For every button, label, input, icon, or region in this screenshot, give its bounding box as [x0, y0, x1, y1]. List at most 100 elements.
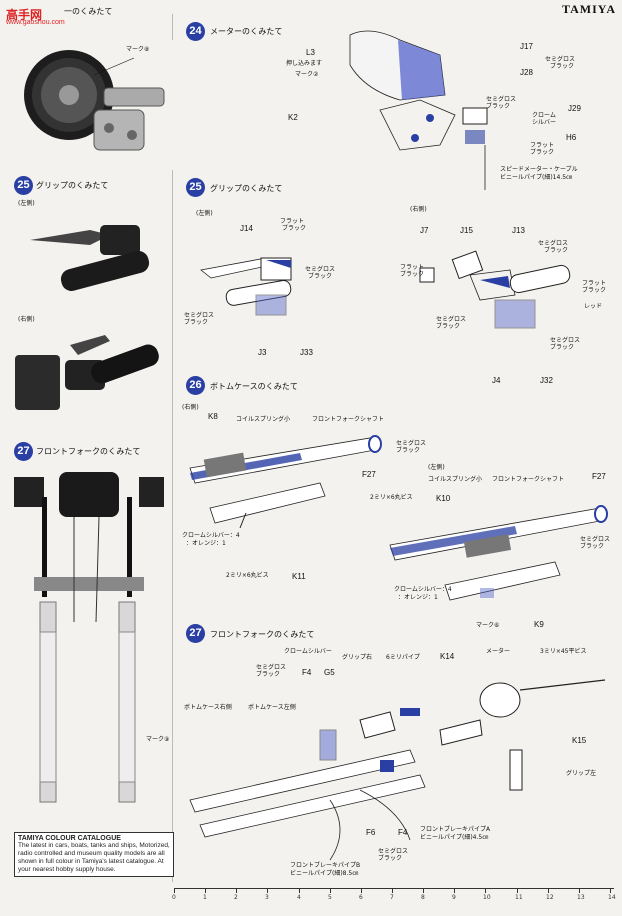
s24-black3: ブラック: [530, 149, 555, 156]
s25-red: レッド: [584, 303, 603, 310]
left-top-title: 一のくみたて: [64, 7, 113, 16]
s26-screw2: 2ミリ×6丸ビス: [370, 494, 413, 501]
ruler-tick: [267, 888, 268, 893]
ruler-number: 7: [390, 894, 394, 901]
left-fork-mark: マーク⑨: [146, 736, 170, 743]
ruler-number: 1: [203, 894, 207, 901]
s25-J32: J32: [540, 376, 553, 385]
s25-black7: ブラック: [582, 287, 607, 294]
ruler-tick: [205, 888, 206, 893]
catalogue-heading: TAMIYA COLOUR CATALOGUE: [18, 835, 121, 842]
s26-K9: K9: [534, 620, 544, 629]
s26-right-side: (右側): [182, 404, 199, 411]
s24-push: 押し込みます: [286, 60, 323, 67]
s26-F27a: F27: [362, 470, 376, 479]
s27-grip-left: グリップ左: [566, 770, 597, 777]
step-27-diagram: [189, 679, 606, 861]
meter-photo: [14, 40, 174, 170]
s25-right-side: (右側): [410, 206, 427, 213]
ruler-number: 3: [265, 894, 269, 901]
s27-pipe: 6ミリパイプ: [386, 654, 420, 661]
ruler-tick: [299, 888, 300, 893]
step-25-title: グリップのくみたて: [210, 184, 283, 193]
s24-J17: J17: [520, 42, 533, 51]
s27-meter: メーター: [486, 648, 511, 655]
s25-J14: J14: [240, 224, 253, 233]
catalogue-body: The latest in cars, boats, tanks and shi…: [18, 842, 170, 873]
column-divider: [172, 14, 173, 882]
ruler-tick: [485, 888, 486, 893]
left-grip-right-side: (右側): [18, 316, 35, 323]
step-24-title: メーターのくみたて: [210, 27, 283, 36]
s25-black4: ブラック: [400, 271, 425, 278]
step-27-title: フロントフォークのくみたて: [210, 630, 315, 639]
s26-semigloss1: セミグロス: [396, 440, 427, 447]
s25-J15: J15: [460, 226, 473, 235]
s26-chrome2: クロームシルバー：4: [394, 586, 452, 593]
step-25-right-diagram: [419, 250, 571, 329]
s24-semigloss2: セミグロス: [486, 96, 517, 103]
s26-shaft1: フロントフォークシャフト: [312, 416, 385, 423]
s26-screw1: 2ミリ×6丸ビス: [226, 572, 269, 579]
s26-semigloss2: セミグロス: [580, 536, 611, 543]
s27-semigloss1: セミグロス: [256, 664, 287, 671]
s25-black5: ブラック: [544, 247, 569, 254]
step-26-number: 26: [186, 376, 205, 395]
s24-black1: ブラック: [550, 63, 575, 70]
step-25-number: 25: [186, 178, 205, 197]
front-fork-photo: [14, 472, 164, 803]
s26-shaft2: フロントフォークシャフト: [492, 476, 565, 483]
ruler-tick: [330, 888, 331, 893]
s27-black1: ブラック: [256, 671, 281, 678]
s25-semigloss2: セミグロス: [184, 312, 215, 319]
s25-semigloss1: セミグロス: [305, 266, 336, 273]
s24-mark: マーク②: [295, 71, 319, 78]
step-26-title: ボトムケースのくみたて: [210, 382, 298, 391]
ruler-number: 10: [483, 894, 491, 901]
s25-J3: J3: [258, 348, 267, 357]
ruler-tick: [548, 888, 549, 893]
s25-black6: ブラック: [436, 323, 461, 330]
s24-J29: J29: [568, 104, 581, 113]
s27-semigloss2: セミグロス: [378, 848, 409, 855]
s26-coil2: コイルスプリング小: [428, 476, 483, 483]
step-25-left-diagram: [200, 257, 292, 316]
s26-coil1: コイルスプリング小: [236, 416, 291, 423]
s24-H6: H6: [566, 133, 577, 142]
s24-chrome: クローム: [532, 112, 556, 119]
ruler-number: 6: [359, 894, 363, 901]
s27-brake1: フロントブレーキパイプA: [420, 826, 491, 833]
s26-F27b: F27: [592, 472, 606, 481]
s25-J33: J33: [300, 348, 313, 357]
s27-F4b: F4: [398, 828, 408, 837]
s26-K8: K8: [208, 412, 218, 421]
s24-cable: スピードメーター・ケーブル: [500, 166, 578, 173]
s25-black8: ブラック: [550, 344, 575, 351]
s26-mark: マーク⑥: [476, 622, 500, 629]
ruler-number: 8: [421, 894, 425, 901]
ruler-tick: [361, 888, 362, 893]
left-step-25-number: 25: [14, 176, 33, 195]
right-grip-photo: [15, 335, 159, 410]
s27-F6: F6: [366, 828, 376, 837]
step-27-number: 27: [186, 624, 205, 643]
left-grip-photo: [30, 225, 150, 292]
ruler-number: 14: [608, 894, 616, 901]
step-26-left-diagram: [389, 505, 608, 601]
s25-semigloss4: セミグロス: [436, 316, 467, 323]
s26-orange2: ：オレンジ：1: [398, 594, 438, 601]
s27-chrome: クロームシルバー: [284, 648, 332, 655]
ruler-number: 13: [577, 894, 585, 901]
ruler-number: 9: [452, 894, 456, 901]
ruler-tick: [454, 888, 455, 893]
s27-vinyl1: ビニールパイプ(細)4.5㎝: [420, 834, 489, 841]
s27-bottom-left: ボトムケース左側: [248, 704, 296, 711]
s27-bottom-right: ボトムケース右側: [184, 704, 232, 711]
s24-black2: ブラック: [486, 103, 511, 110]
s26-K10: K10: [436, 494, 451, 503]
s27-vinyl2: ビニールパイプ(細)8.5㎝: [290, 870, 359, 877]
s24-silver: シルバー: [532, 119, 557, 126]
s26-black1: ブラック: [396, 447, 421, 454]
s24-semigloss1: セミグロス: [545, 56, 576, 63]
